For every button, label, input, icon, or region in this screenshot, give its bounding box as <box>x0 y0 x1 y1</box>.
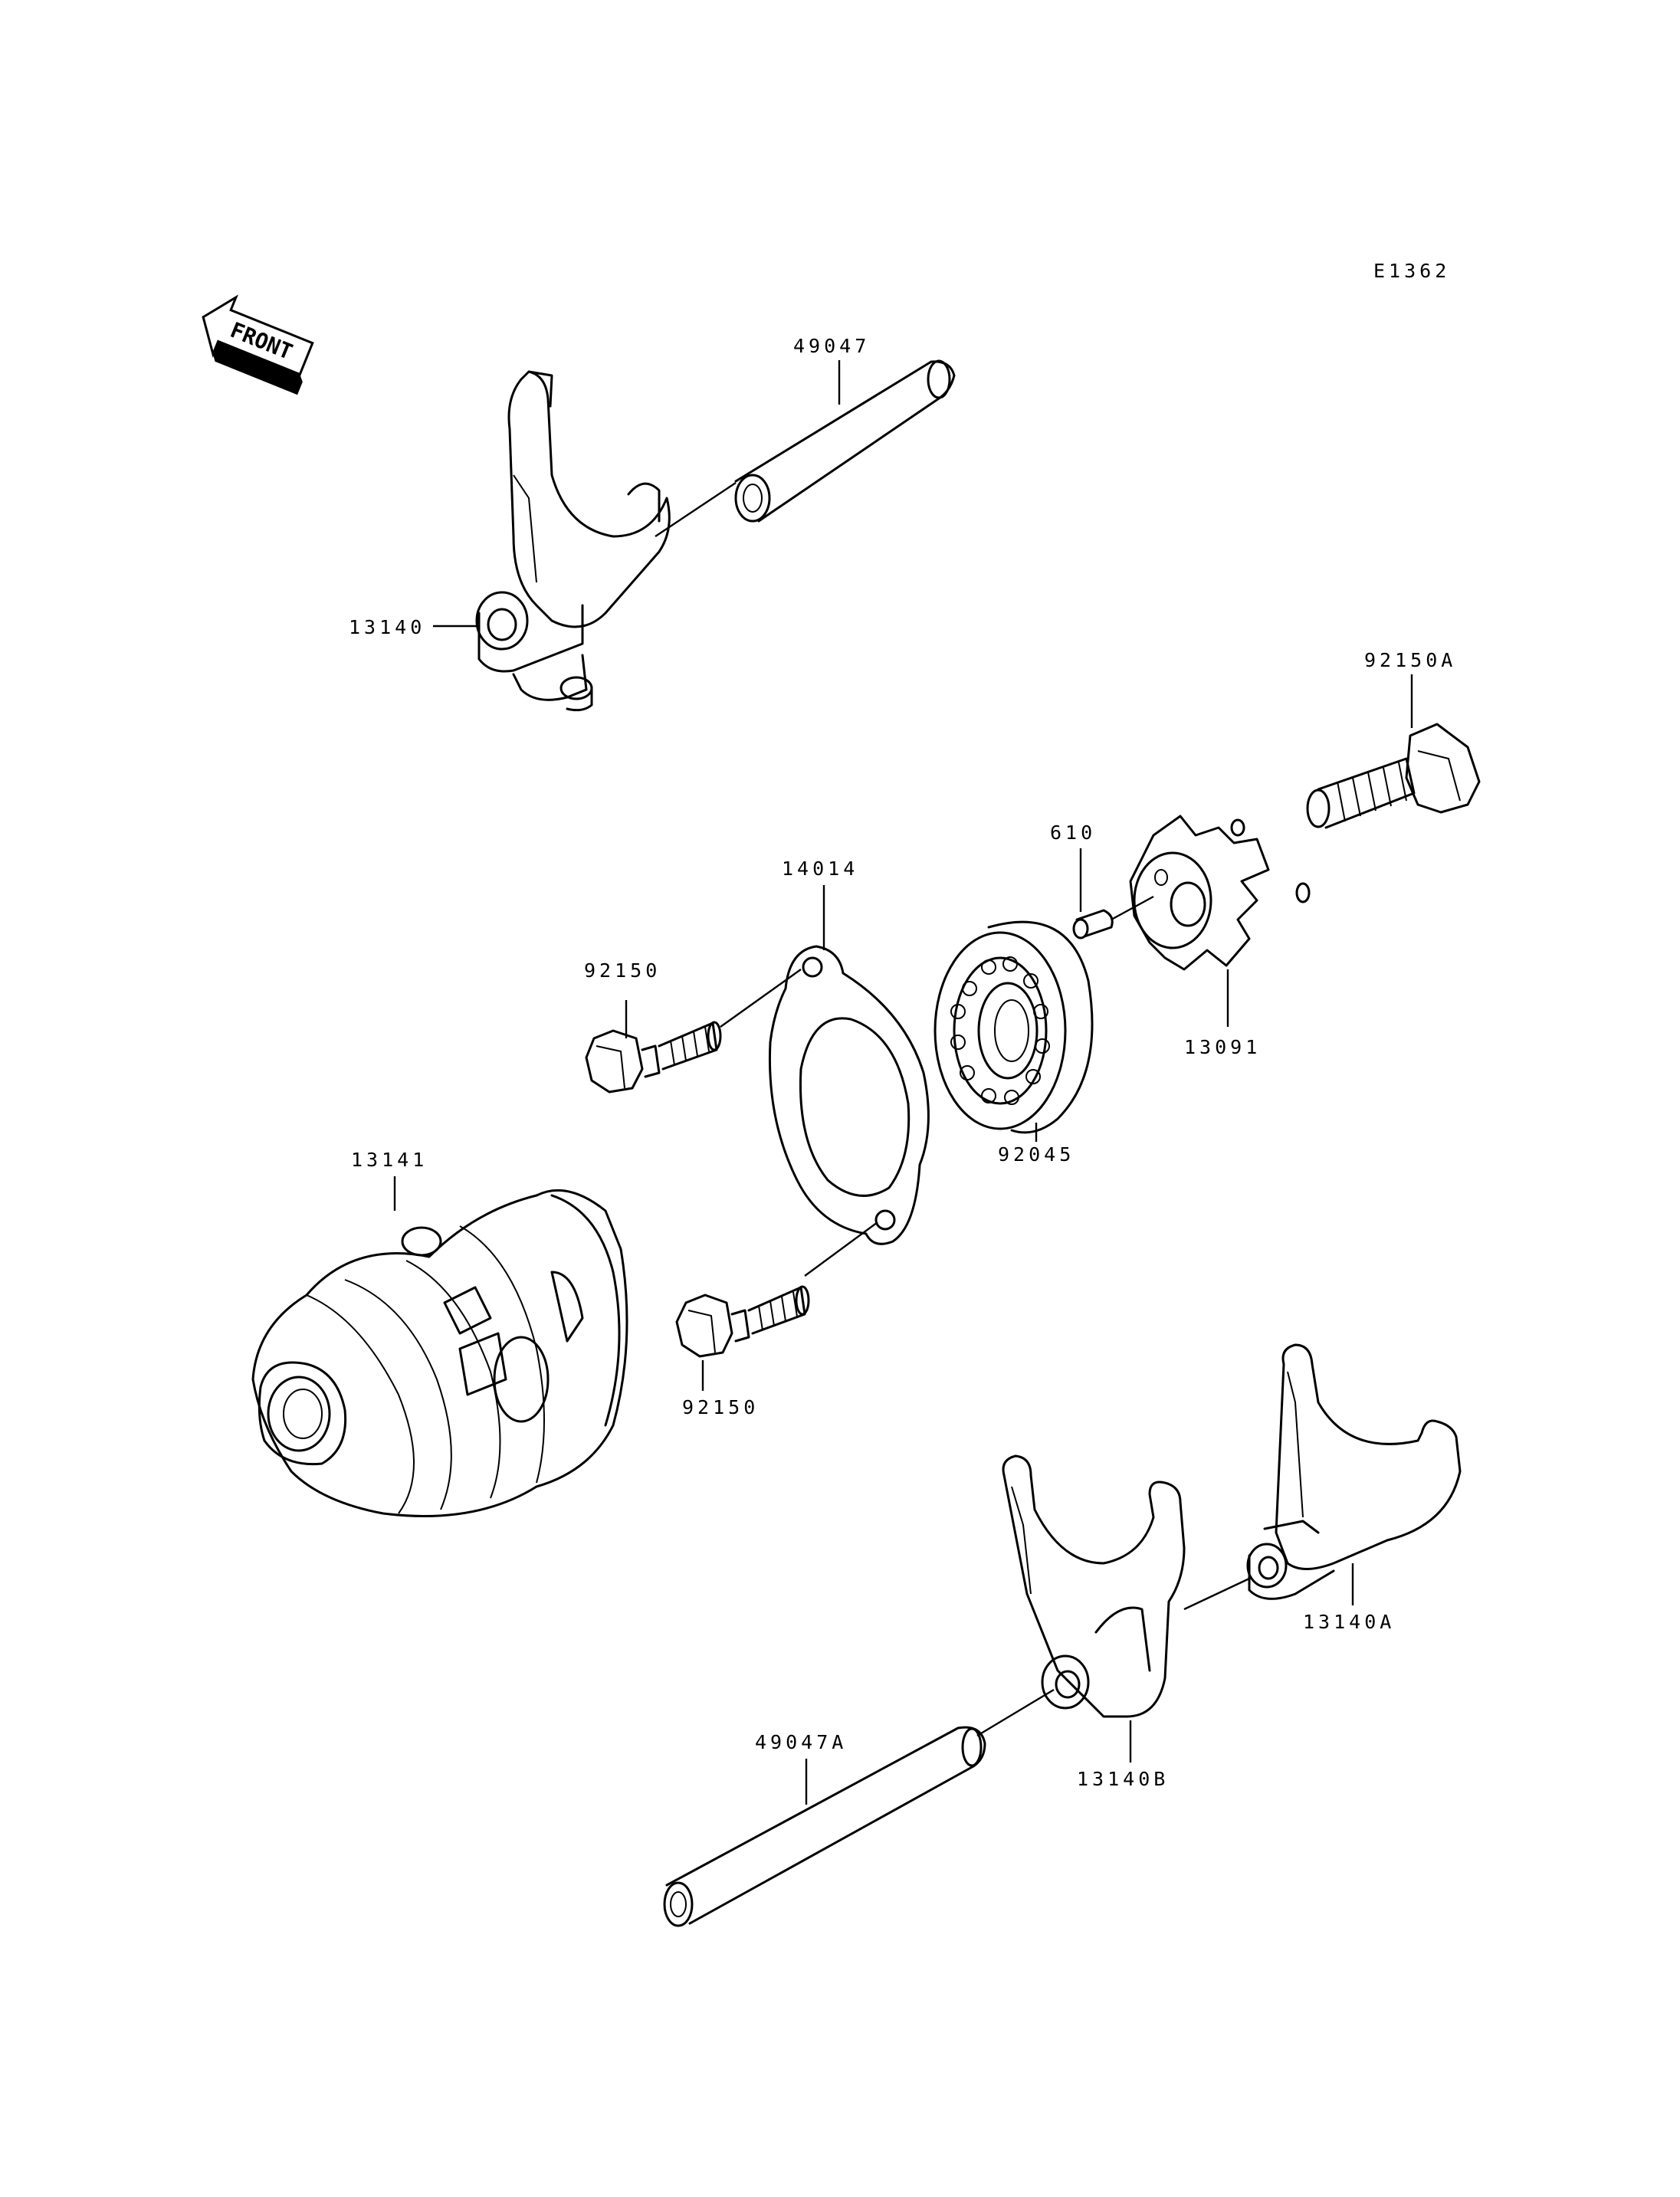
leader-lines <box>393 360 1413 1805</box>
label-14014: 14014 <box>782 857 858 880</box>
shaft-49047A <box>663 1726 986 1927</box>
front-arrow-icon: FRONT <box>202 294 314 395</box>
bolt-92150-lower <box>675 1285 810 1358</box>
cam-13091 <box>1129 815 1311 971</box>
bolt-92150A <box>1306 723 1481 829</box>
label-49047A: 49047A <box>755 1731 847 1753</box>
diagram-code: E1362 <box>1373 260 1450 282</box>
label-13091: 13091 <box>1184 1036 1261 1058</box>
bolt-92150-upper <box>585 1021 722 1094</box>
label-92045: 92045 <box>998 1143 1075 1166</box>
label-13141: 13141 <box>351 1149 428 1171</box>
pin-610 <box>1072 895 1154 939</box>
label-13140A: 13140A <box>1303 1611 1395 1633</box>
label-92150A: 92150A <box>1364 649 1456 671</box>
plate-14014 <box>768 945 930 1245</box>
shift-fork-13140A <box>1246 1343 1462 1600</box>
shift-fork-13140 <box>475 370 671 712</box>
shift-drum-13141 <box>251 1189 628 1517</box>
bearing-92045 <box>934 920 1094 1134</box>
label-92150-upper: 92150 <box>584 959 661 982</box>
label-92150-lower: 92150 <box>682 1396 759 1418</box>
label-49047: 49047 <box>793 335 870 357</box>
label-13140B: 13140B <box>1077 1768 1169 1790</box>
label-610: 610 <box>1050 821 1096 844</box>
shift-fork-13140B <box>1002 1454 1186 1718</box>
shaft-49047 <box>734 359 956 523</box>
label-13140: 13140 <box>349 616 425 638</box>
